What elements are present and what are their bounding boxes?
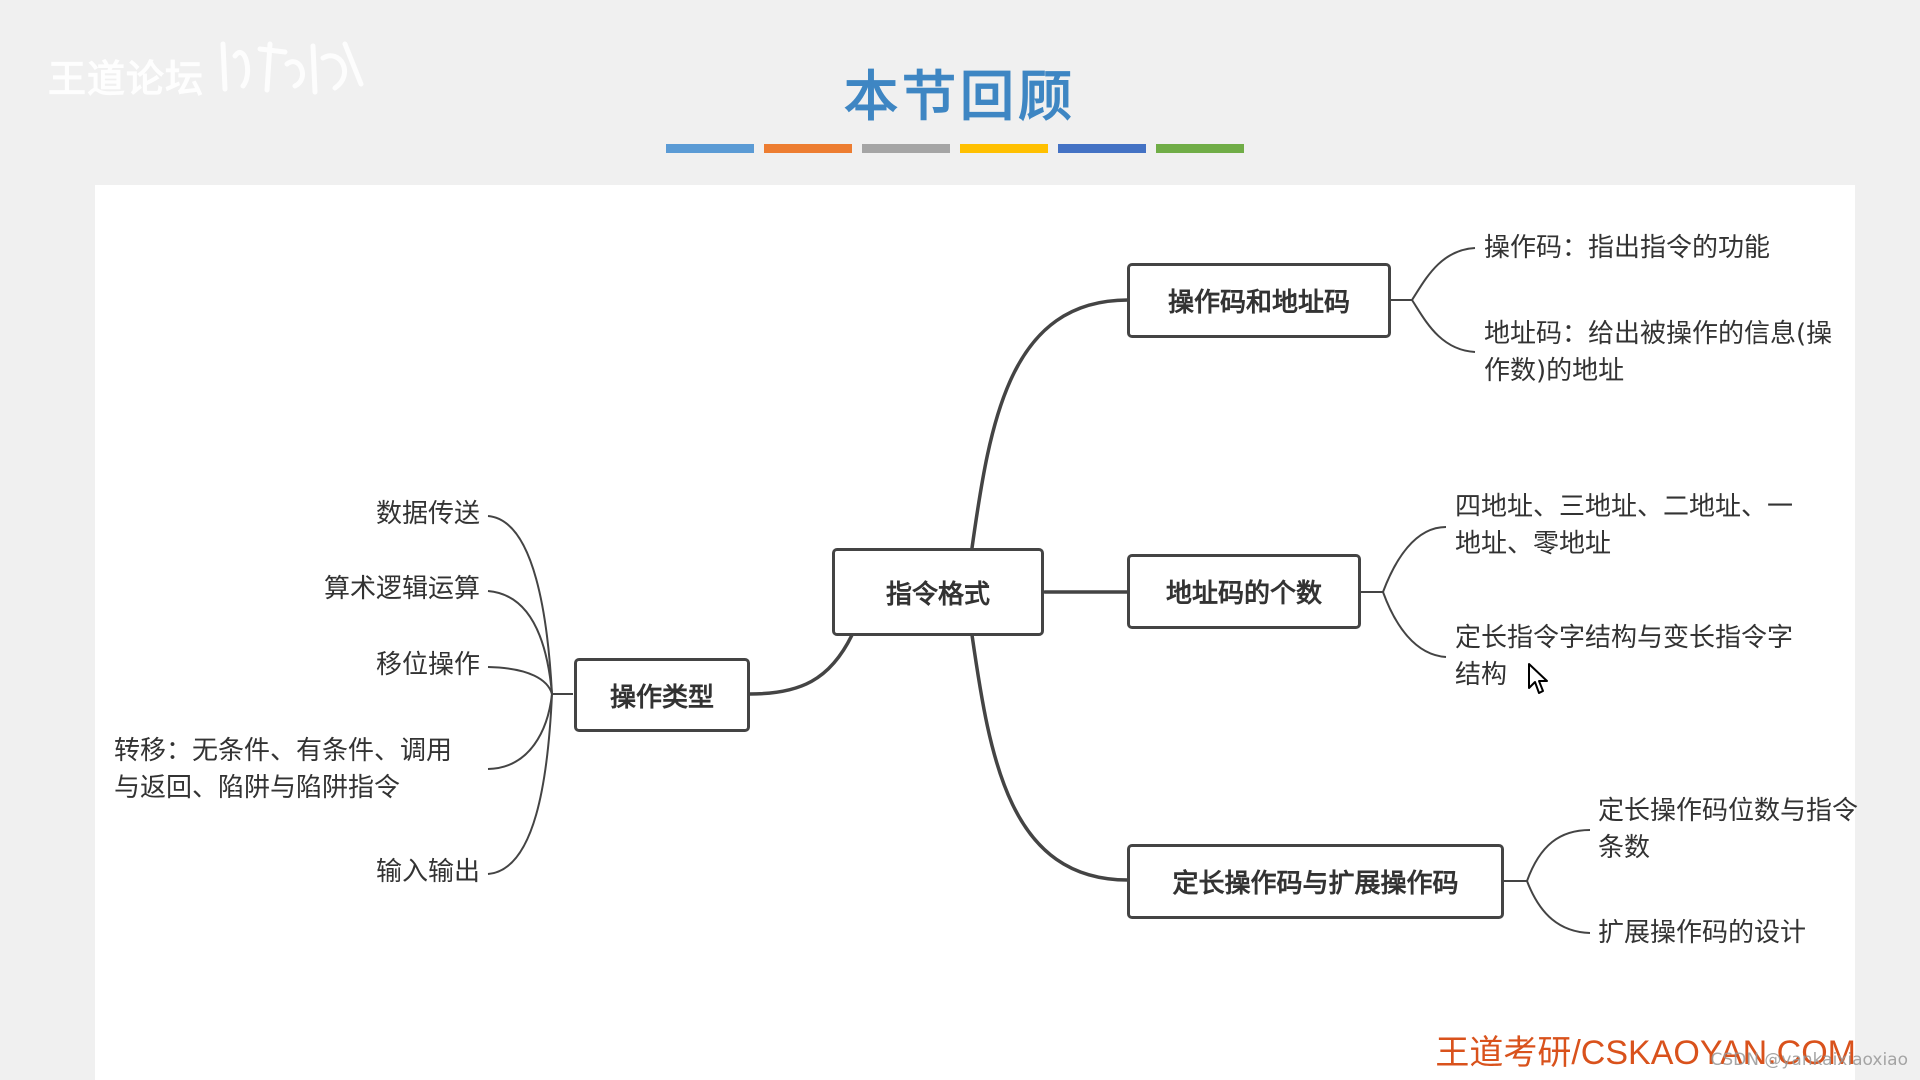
color-bar — [666, 144, 754, 153]
leaf-io: 输入输出 — [375, 857, 480, 887]
watermark-logo: 王道论坛 — [48, 57, 205, 101]
title-color-strip — [666, 144, 1244, 153]
mindmap-root-node: 指令格式 — [832, 548, 1044, 636]
connector-type-leaf-4 — [487, 693, 553, 770]
color-bar — [862, 144, 950, 153]
branch-operation-type: 操作类型 — [574, 658, 750, 732]
leaf-transfer: 转移：无条件、有条件、调用与返回、陷阱与陷阱指令 — [114, 736, 453, 803]
leaf-arithmetic-logic: 算术逻辑运算 — [323, 574, 480, 604]
watermark-signature-icon — [220, 41, 364, 95]
connector-root-to-operation-type — [748, 633, 854, 696]
connector-opcode-leaf-2 — [1411, 299, 1476, 353]
leaf-address-types: 四地址、三地址、二地址、一地址、零地址 — [1455, 492, 1794, 559]
connector-type-leaf-3 — [487, 666, 553, 695]
leaf-fixed-opcode-bits: 定长操作码位数与指令条数 — [1598, 796, 1859, 863]
branch-opcode-and-address: 操作码和地址码 — [1127, 263, 1391, 338]
slide-title: 本节回顾 — [844, 64, 1076, 128]
color-bar — [1058, 144, 1146, 153]
leaf-shift: 移位操作 — [375, 650, 480, 680]
color-bar — [1156, 144, 1244, 153]
branch-fixed-and-extended-opcode: 定长操作码与扩展操作码 — [1127, 844, 1504, 919]
connector-count-leaf-1 — [1360, 526, 1447, 593]
connector-type-leaf-2 — [487, 590, 553, 695]
connector-fixed-leaf-1 — [1503, 829, 1591, 882]
connector-root-to-opcode-address — [970, 298, 1130, 550]
connector-count-leaf-2 — [1382, 591, 1447, 658]
leaf-extended-opcode-design: 扩展操作码的设计 — [1598, 918, 1807, 948]
color-bar — [960, 144, 1048, 153]
footer-credit: CSDN @yankaixiaoxiao — [1710, 1050, 1909, 1070]
connector-root-to-fixed-opcode — [970, 633, 1130, 882]
connector-type-leaf-5 — [487, 693, 553, 875]
leaf-data-transfer: 数据传送 — [375, 499, 480, 529]
footer-brand: 王道考研/CSKAOYAN.COM — [1435, 1034, 1856, 1072]
leaf-address-code: 地址码：给出被操作的信息(操作数)的地址 — [1484, 319, 1833, 386]
color-bar — [764, 144, 852, 153]
leaf-instruction-structure: 定长指令字结构与变长指令字结构 — [1455, 623, 1794, 690]
connector-opcode-leaf-1 — [1390, 247, 1476, 301]
branch-address-count: 地址码的个数 — [1127, 554, 1361, 629]
leaf-opcode: 操作码：指出指令的功能 — [1484, 233, 1771, 263]
mouse-cursor-icon — [1528, 663, 1548, 694]
connector-fixed-leaf-2 — [1526, 880, 1591, 934]
